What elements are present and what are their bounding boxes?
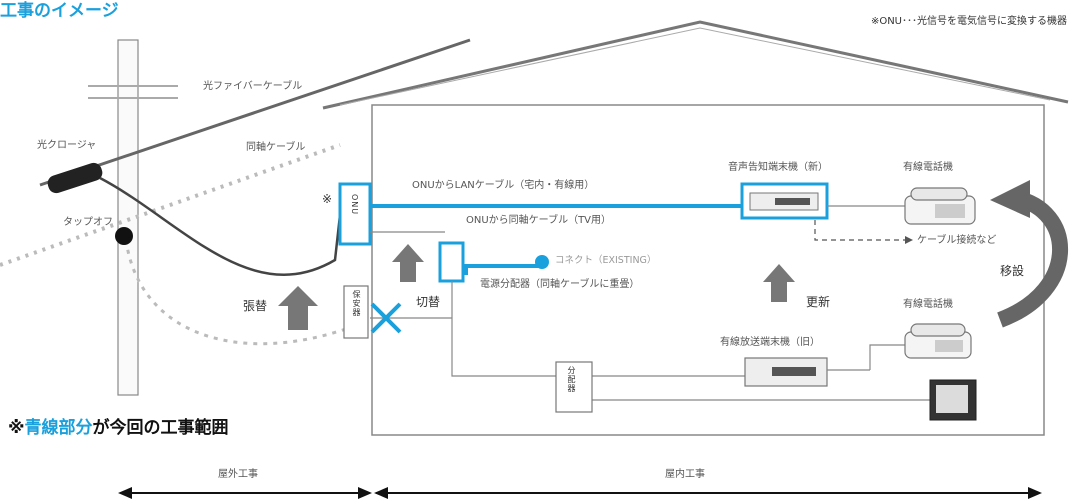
scope-suffix: が今回の工事範囲 <box>92 418 229 438</box>
page-title: 工事のイメージ <box>0 1 119 21</box>
relocate-arrowhead <box>905 236 913 244</box>
update-arrow-icon <box>763 264 795 302</box>
house-roof-inner <box>339 27 1051 106</box>
grey-wire-main <box>451 281 556 377</box>
old-device-panel <box>772 367 816 376</box>
label-indoor-work: 屋内工事 <box>665 469 705 480</box>
label-optical-closure: 光クロージャ <box>37 140 97 151</box>
replace-arrow-icon <box>278 286 318 330</box>
indoor-arrow-left <box>374 487 388 499</box>
utility-pole <box>117 39 139 396</box>
outlet-icon <box>535 255 549 269</box>
house-roof <box>322 20 1069 110</box>
coax-lead-in-line <box>124 239 371 346</box>
label-coax-cable: 同軸ケーブル <box>246 142 306 153</box>
label-tap-off: タップオフ <box>63 217 113 228</box>
phone-bottom-icon <box>904 323 972 359</box>
onu-note: ※ONU･･･光信号を電気信号に変換する機器 <box>870 16 1067 27</box>
label-phone-bottom: 有線電話機 <box>903 299 953 310</box>
relocate-curve-arrowhead <box>990 180 1030 218</box>
optical-closure-icon <box>47 162 103 194</box>
distributor-box <box>438 241 465 283</box>
cut-mark-2 <box>370 302 402 334</box>
new-device-panel <box>775 198 810 205</box>
label-onu: ONU <box>350 194 359 216</box>
scope-prefix: ※ <box>8 418 25 438</box>
distribution-box <box>555 361 593 413</box>
label-phone-top: 有線電話機 <box>903 162 953 173</box>
lead-in-box <box>343 285 369 339</box>
outdoor-arrow-right <box>358 487 372 499</box>
relocate-dashed-line <box>814 220 905 241</box>
onu-box <box>338 182 372 246</box>
fiber-drop-line <box>99 176 342 276</box>
label-new-device: 音声告知端末機（新） <box>728 162 828 173</box>
tv-screen <box>936 385 968 413</box>
label-update: 更新 <box>806 295 831 309</box>
label-onu-mark: ※ <box>322 192 333 206</box>
scope-blue-text: 青線部分 <box>24 418 93 438</box>
label-lead-in-box: 保安器 <box>352 290 361 317</box>
outdoor-arrow-left <box>118 487 132 499</box>
label-replace: 張替 <box>243 299 268 313</box>
label-fiber-cable: 光ファイバーケーブル <box>203 81 303 92</box>
relocate-curve-arrow <box>997 190 1068 328</box>
tap-off-icon <box>115 227 133 245</box>
switch-arrow-icon <box>392 244 424 282</box>
phone-line-bottom-2 <box>869 344 905 370</box>
label-outdoor-work: 屋外工事 <box>218 469 258 480</box>
label-lan-cable: ONUからLANケーブル（宅内・有線用） <box>412 180 595 191</box>
house-wall <box>371 104 1045 436</box>
label-coax-from-onu: ONUから同軸ケーブル（TV用） <box>466 215 612 226</box>
phone-top-icon <box>904 187 976 225</box>
label-outlet: コネクト（EXISTING） <box>555 255 657 266</box>
coax-cable-line <box>0 143 341 267</box>
label-switch: 切替 <box>416 295 441 309</box>
scope-note: ※青線部分が今回の工事範囲 <box>8 420 229 437</box>
label-relocate-cable: ケーブル接続など <box>917 235 997 246</box>
label-old-device: 有線放送端末機（旧） <box>720 337 820 348</box>
label-relocate: 移設 <box>1000 264 1025 278</box>
label-distribution-box: 分配器 <box>567 366 576 393</box>
label-distributor: 電源分配器（同軸ケーブルに重畳） <box>480 279 640 290</box>
fiber-cable-line <box>39 38 471 187</box>
indoor-arrow-right <box>1028 487 1042 499</box>
